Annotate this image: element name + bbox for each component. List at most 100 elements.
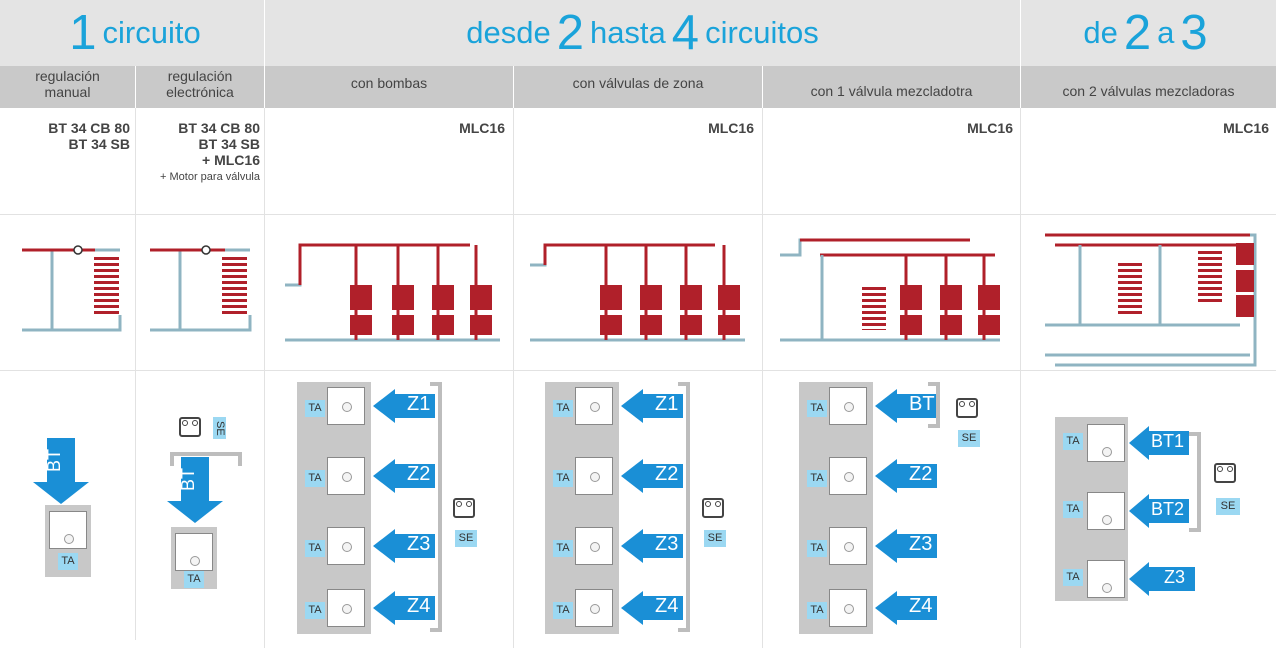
header-3-mid: a: [1157, 15, 1175, 50]
ta-tag: TA: [1063, 569, 1083, 586]
header-1-number: 1: [69, 5, 97, 60]
arrow-label: Z2: [655, 463, 679, 485]
zone-arrow: Z3: [621, 529, 683, 563]
zone-arrow: Z4: [875, 591, 937, 625]
header-1-circuito: 1 circuito: [0, 0, 264, 66]
arrow-label: Z4: [407, 595, 431, 617]
ta-tag: TA: [553, 470, 573, 487]
arrow-label: Z1: [655, 393, 679, 415]
zone-arrow: Z2: [875, 459, 937, 493]
model-name: BT 34 CB 80: [178, 120, 260, 136]
arrow-label: Z4: [655, 595, 679, 617]
subheader-2-valvulas: con 2 válvulas mezcladoras: [1021, 66, 1276, 108]
thermostat: [175, 533, 213, 571]
se-tag: SE: [213, 417, 226, 439]
header-divider: [264, 0, 265, 108]
models-col2: BT 34 CB 80 BT 34 SB + MLC16 + Motor par…: [136, 120, 260, 183]
ta-tag: TA: [553, 602, 573, 619]
header-2-4-circuitos: desde 2 hasta 4 circuitos: [265, 0, 1020, 66]
column-divider: [762, 108, 763, 648]
sensor-se: [702, 498, 724, 518]
sensor-se: [1214, 463, 1236, 483]
model-col3: MLC16: [459, 120, 505, 136]
header-1-text: circuito: [102, 15, 201, 50]
ta-tag: TA: [553, 400, 573, 417]
ta-tag: TA: [1063, 501, 1083, 518]
thermostat: [829, 527, 867, 565]
arrow-label: BT2: [1151, 499, 1185, 519]
arrow-bt1: BT1: [1129, 426, 1189, 460]
se-tag: SE: [958, 430, 980, 447]
subheader-line: regulación: [167, 68, 233, 84]
se-tag: SE: [1216, 498, 1240, 515]
arrow-label: Z3: [909, 533, 933, 555]
subheader-text: con válvulas de zona: [572, 75, 704, 91]
ta-tag: TA: [305, 400, 325, 417]
zone-arrow: Z2: [621, 459, 683, 493]
schematic-1-valvula: [780, 238, 1000, 342]
subheader-divider: [135, 66, 136, 108]
subheader-bombas: con bombas: [265, 66, 513, 108]
schematic-electronica: [150, 245, 252, 332]
model-name: BT 34 SB: [198, 136, 260, 152]
ta-tag: TA: [305, 470, 325, 487]
thermostat: [1087, 424, 1125, 462]
row-divider: [0, 370, 1276, 371]
subheader-line: electrónica: [166, 84, 234, 100]
model-col5: MLC16: [967, 120, 1013, 136]
zone-arrow: Z1: [373, 389, 435, 423]
sensor-se: [179, 417, 201, 437]
bracket: [430, 382, 442, 632]
thermostat: [829, 589, 867, 627]
zone-arrow: Z4: [621, 591, 683, 625]
ta-tag: TA: [1063, 433, 1083, 450]
arrow-label: Z2: [909, 463, 933, 485]
sensor-se: [956, 398, 978, 418]
arrow-label: BT: [909, 393, 935, 415]
subheader-text: con 1 válvula mezcladotra: [810, 83, 973, 99]
subheader-manual: regulación manual: [0, 66, 135, 108]
schematic-2-valvulas: [1045, 233, 1257, 367]
bracket: [928, 382, 940, 428]
thermostat: [327, 457, 365, 495]
bt-label: BT: [44, 448, 65, 473]
arrow-bt2: BT2: [1129, 494, 1189, 528]
ta-tag: TA: [305, 540, 325, 557]
thermostat: [829, 457, 867, 495]
model-name: + MLC16: [202, 152, 260, 168]
ta-panel: TA: [171, 527, 217, 589]
subheader-valvulas-zona: con válvulas de zona: [514, 66, 762, 108]
header-3-num1: 2: [1123, 5, 1152, 60]
thermostat: [327, 589, 365, 627]
ta-tag: TA: [305, 602, 325, 619]
arrow-label: Z3: [1164, 567, 1186, 587]
model-col6: MLC16: [1223, 120, 1269, 136]
thermostat: [575, 527, 613, 565]
sensor-se: [453, 498, 475, 518]
column-divider: [264, 108, 265, 648]
ta-tag: TA: [184, 571, 204, 588]
thermostat: [829, 387, 867, 425]
arrow-z3: Z3: [1129, 562, 1195, 596]
bracket: [678, 382, 690, 632]
column-divider: [1020, 108, 1021, 648]
header-3-pre: de: [1083, 15, 1118, 50]
subheader-1-valvula: con 1 válvula mezcladotra: [763, 66, 1020, 108]
header-2-mid: hasta: [589, 15, 666, 50]
zone-arrow: Z3: [875, 529, 937, 563]
thermostat: [327, 387, 365, 425]
models-col1: BT 34 CB 80 BT 34 SB: [0, 120, 130, 152]
ta-tag: TA: [807, 540, 827, 557]
thermostat: [575, 387, 613, 425]
thermostat: [327, 527, 365, 565]
schematic-bombas: [285, 243, 500, 342]
zone-arrow: Z3: [373, 529, 435, 563]
model-col4: MLC16: [708, 120, 754, 136]
schematic-valvulas-zona: [530, 243, 745, 342]
ta-panel: TA: [45, 505, 91, 577]
column-divider: [135, 108, 136, 640]
thermostat: [575, 589, 613, 627]
header-divider: [1020, 0, 1021, 108]
zone-arrow: Z1: [621, 389, 683, 423]
arrow-label: Z1: [407, 393, 431, 415]
